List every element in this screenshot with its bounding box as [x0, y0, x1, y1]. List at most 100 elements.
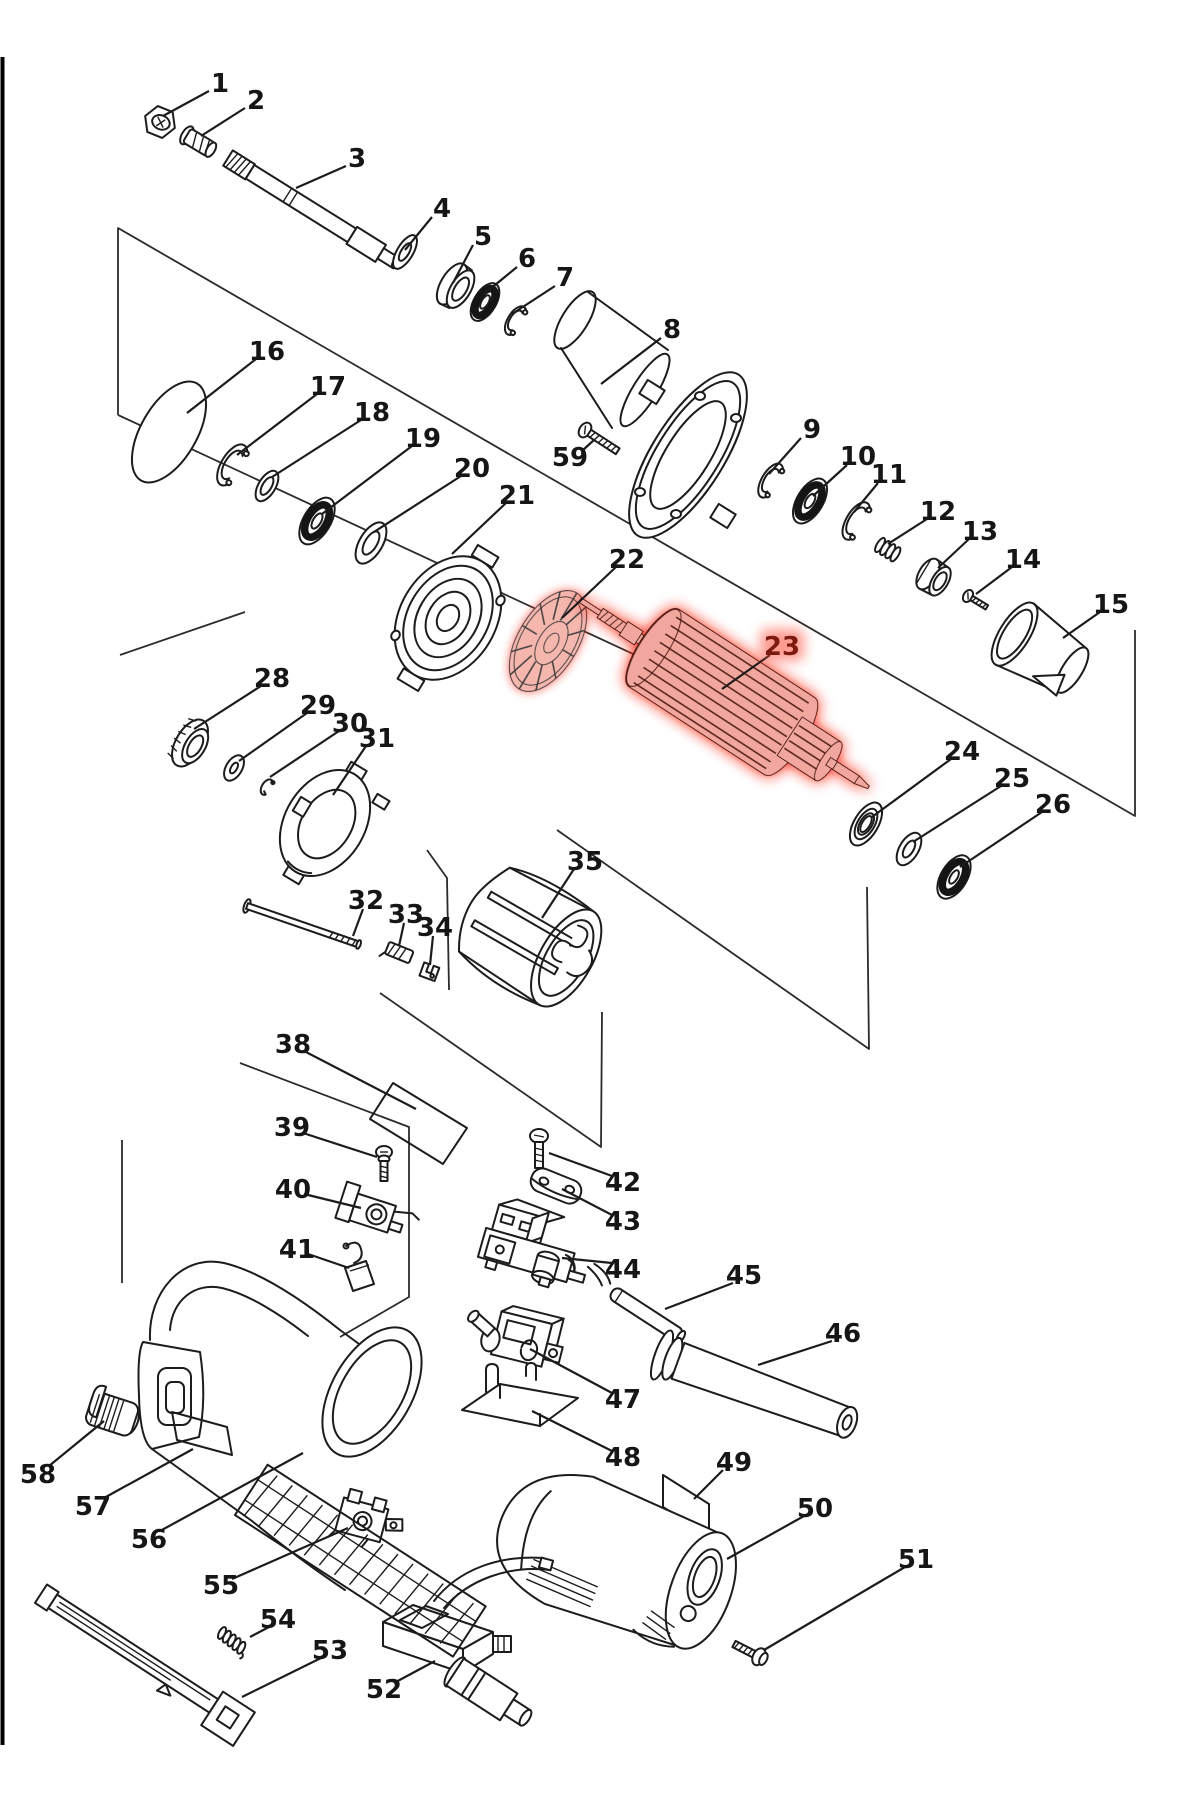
part-label-7: 7 [556, 263, 574, 293]
leader-line-9 [768, 437, 802, 475]
part-59-screw [577, 421, 621, 456]
part-56-body [137, 1260, 533, 1727]
leader-line-8 [600, 337, 662, 385]
leader-line-14 [975, 566, 1013, 595]
leader-line-15 [1062, 611, 1101, 639]
leader-line-11 [853, 482, 879, 513]
leader-line-42 [548, 1151, 613, 1178]
part-label-9: 9 [803, 415, 821, 445]
part-23-armature [577, 597, 870, 790]
leader-line-10 [812, 464, 848, 497]
part-label-17: 17 [310, 372, 346, 402]
leader-line-57 [103, 1448, 194, 1499]
part-54-spring [216, 1626, 247, 1660]
part-label-5: 5 [474, 222, 492, 252]
leader-line-13 [937, 538, 970, 569]
part-label-28: 28 [254, 664, 290, 694]
part-label-32: 32 [348, 886, 384, 916]
part-label-24: 24 [944, 737, 980, 767]
labels-layer: 1234567859910111213141516171819202122232… [20, 69, 1129, 1705]
part-31-baffle [278, 760, 391, 886]
leader-line-22 [561, 566, 617, 619]
leader-line-59 [582, 439, 595, 451]
leader-line-4 [404, 216, 433, 251]
leader-line-7 [511, 285, 556, 315]
leader-line-54 [249, 1626, 270, 1638]
leader-line-26 [959, 811, 1043, 868]
leader-line-23 [721, 654, 771, 690]
part-29-washer [223, 754, 245, 782]
leader-line-55 [231, 1526, 349, 1581]
part-label-21: 21 [499, 481, 535, 511]
part-label-22: 22 [609, 545, 645, 575]
leader-line-1 [162, 90, 210, 117]
part-3-spindle [222, 149, 401, 270]
leader-line-48 [531, 1410, 613, 1452]
leader-line-38 [303, 1050, 417, 1110]
leader-line-32 [351, 908, 365, 937]
leader-line-43 [561, 1188, 613, 1216]
part-20-ring [354, 521, 388, 565]
part-6-bearing [469, 282, 501, 322]
part-label-38: 38 [275, 1030, 311, 1060]
leader-line-53 [241, 1657, 322, 1698]
leader-line-33 [397, 922, 406, 947]
part-label-44: 44 [605, 1255, 641, 1285]
part-30-clip [259, 778, 276, 796]
leader-line-49 [693, 1469, 724, 1500]
leader-line-34 [428, 935, 435, 966]
part-50-motor-housing [496, 1473, 737, 1650]
construction-lines [117, 227, 1136, 1338]
part-24-bearing [848, 801, 884, 847]
part-5-ring [435, 262, 476, 310]
part-44-switch-assembly [476, 1198, 587, 1289]
part-label-45: 45 [726, 1261, 762, 1291]
part-48-bracket [461, 1362, 579, 1427]
part-42-screw [529, 1128, 549, 1169]
part-46-handle [649, 1329, 859, 1439]
part-label-8: 8 [663, 315, 681, 345]
part-label-55: 55 [203, 1571, 239, 1601]
part-label-34: 34 [417, 913, 453, 943]
part-16-label-oval [130, 380, 208, 484]
part-label-23: 23 [764, 632, 800, 662]
part-label-48: 48 [605, 1443, 641, 1473]
part-label-20: 20 [454, 454, 490, 484]
leader-line-25 [912, 785, 1002, 843]
leader-line-19 [321, 445, 413, 515]
part-39-screw [375, 1145, 393, 1182]
part-label-56: 56 [131, 1525, 167, 1555]
part-34-clip [418, 961, 441, 983]
leader-line-12 [887, 518, 928, 545]
part-label-43: 43 [605, 1207, 641, 1237]
leader-line-51 [763, 1566, 906, 1651]
part-label-16: 16 [249, 337, 285, 367]
leader-line-31 [332, 745, 367, 796]
part-21-bearing-box [390, 543, 506, 693]
part-28-bearing-retainer [167, 717, 210, 768]
part-43-plate [529, 1167, 583, 1205]
leader-line-39 [302, 1131, 378, 1159]
leader-line-5 [452, 244, 474, 284]
part-label-26: 26 [1035, 790, 1071, 820]
part-19-bearing [298, 496, 336, 546]
part-25-washer [895, 831, 923, 867]
leader-line-20 [373, 475, 462, 533]
highlight-glow-box [760, 629, 804, 661]
part-8-gear-housing [553, 290, 748, 539]
leader-line-3 [295, 164, 347, 190]
part-2-collet [179, 125, 218, 158]
part-label-35: 35 [567, 847, 603, 877]
leader-line-29 [238, 712, 308, 762]
part-9-retaining-ring [757, 462, 786, 499]
part-label-53: 53 [312, 1636, 348, 1666]
leader-line-40 [303, 1192, 362, 1210]
leader-line-47 [529, 1348, 613, 1394]
leader-line-18 [271, 419, 362, 478]
part-22-fan [508, 590, 588, 692]
part-label-10: 10 [840, 442, 876, 472]
part-55-clamp [327, 1487, 404, 1548]
part-label-19: 19 [405, 424, 441, 454]
part-label-4: 4 [433, 194, 451, 224]
